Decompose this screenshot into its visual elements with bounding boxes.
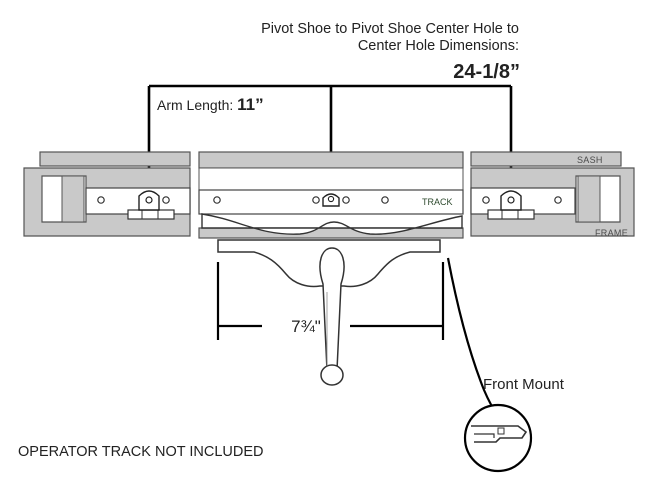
left-frame-profile bbox=[23, 151, 191, 237]
track-label: TRACK bbox=[422, 197, 453, 207]
center-track-section bbox=[198, 151, 464, 239]
arm-length-value: 11” bbox=[237, 95, 263, 114]
width-dimension bbox=[216, 262, 445, 340]
arm-length-prefix: Arm Length: bbox=[157, 97, 237, 113]
sash-label: SASH bbox=[577, 155, 603, 165]
arm-length-label: Arm Length: 11” bbox=[157, 95, 264, 114]
crank-handle bbox=[319, 247, 345, 386]
front-mount-callout bbox=[446, 257, 533, 473]
width-dimension-value: 7¾" bbox=[291, 317, 321, 336]
title-line-1: Pivot Shoe to Pivot Shoe Center Hole to bbox=[261, 21, 519, 37]
right-frame-profile bbox=[470, 151, 635, 237]
title-line-2: Center Hole Dimensions: bbox=[358, 38, 519, 54]
pivot-dimension-value: 24-1/8” bbox=[453, 61, 520, 83]
frame-label: FRAME bbox=[595, 228, 628, 238]
operator-track-note: OPERATOR TRACK NOT INCLUDED bbox=[18, 444, 263, 460]
front-mount-label: Front Mount bbox=[483, 376, 565, 393]
